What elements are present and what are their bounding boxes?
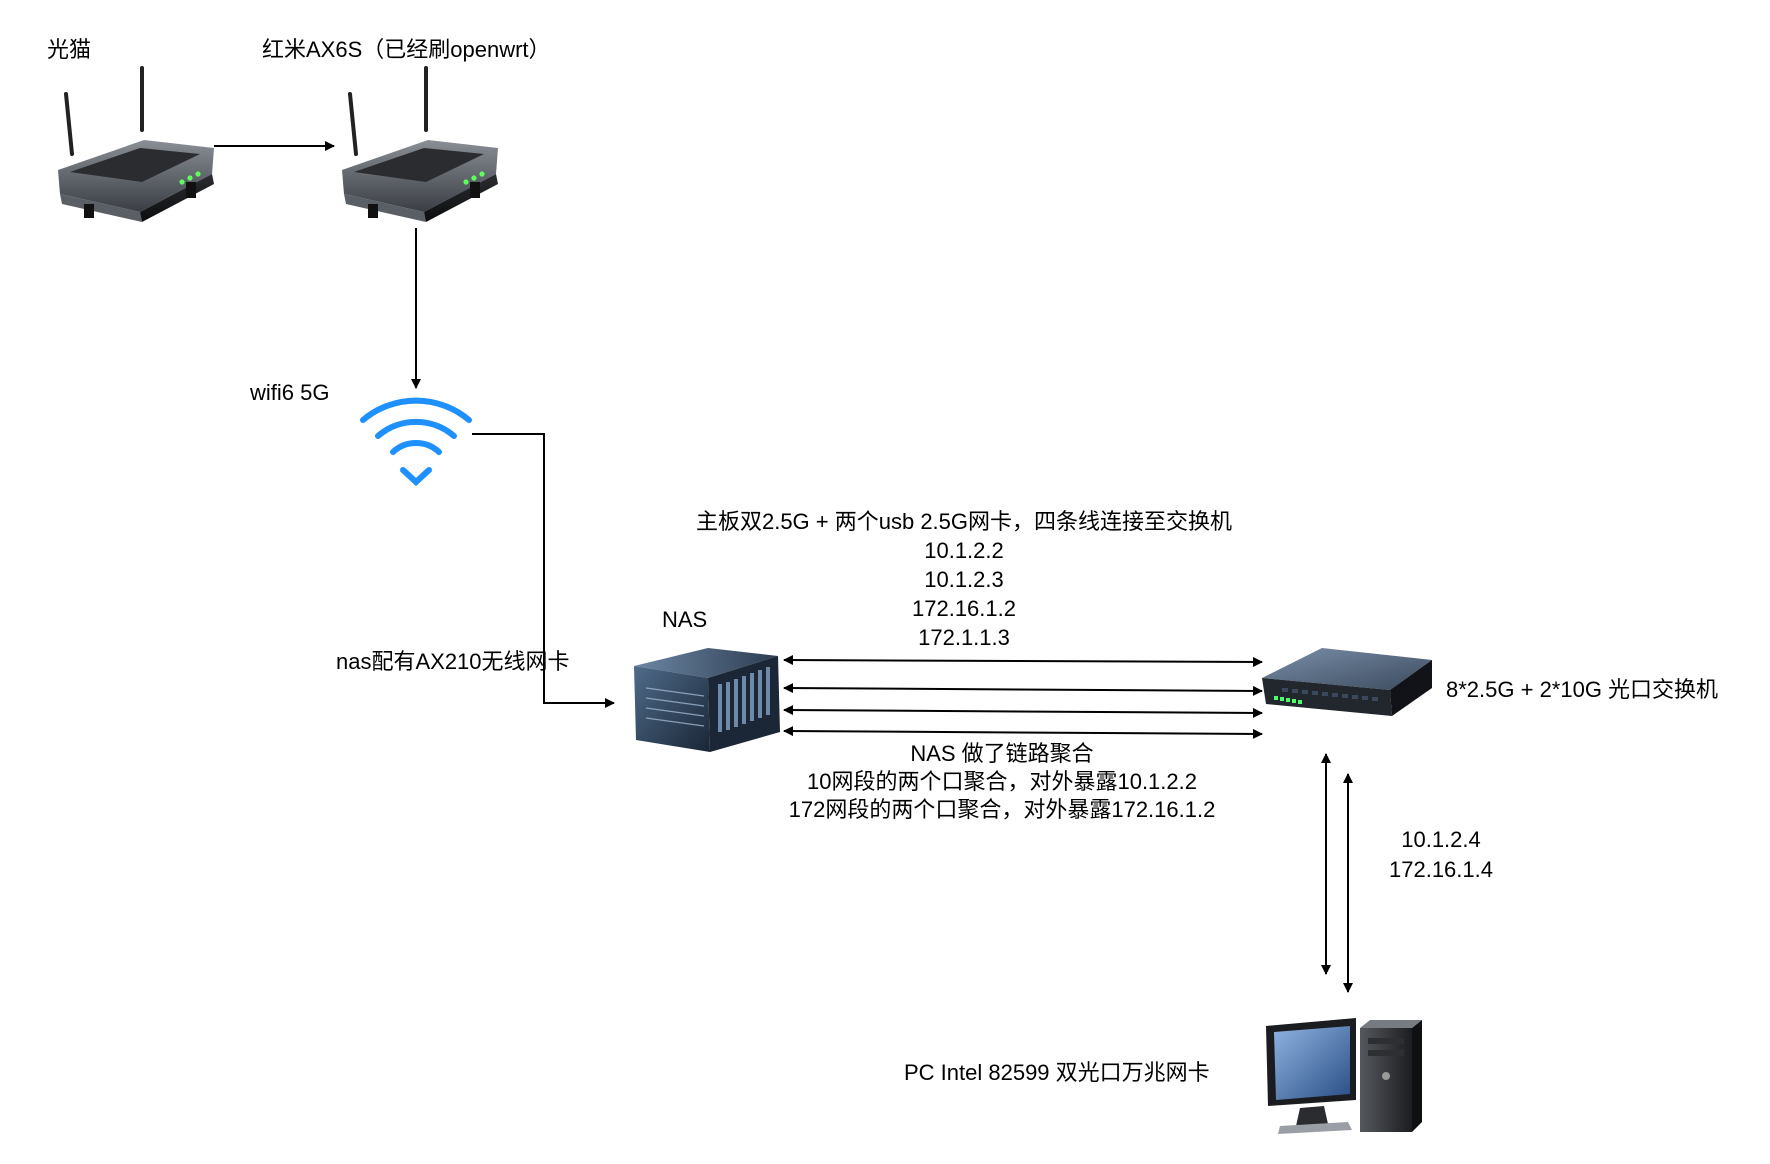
pc-link-ip: 172.16.1.4 <box>1389 857 1493 882</box>
router-icon <box>342 66 498 222</box>
pc-link-label: 10.1.2.4 172.16.1.4 <box>1366 826 1516 884</box>
aggregation-line: 172网段的两个口聚合，对外暴露172.16.1.2 <box>788 797 1216 822</box>
router-label: 红米AX6S（已经刷openwrt） <box>262 37 551 62</box>
nas-label: NAS <box>662 607 708 632</box>
edge-nas-switch-3 <box>783 705 1263 718</box>
server-icon <box>634 648 780 752</box>
switch-label: 8*2.5G + 2*10G 光口交换机 <box>1446 677 1719 702</box>
edge-nas-switch-2 <box>783 683 1263 696</box>
nas-uplink-label: 主板双2.5G + 两个usb 2.5G网卡，四条线连接至交换机 10.1.2.… <box>600 508 1328 652</box>
edge-wifi-nas <box>472 433 615 708</box>
edge-nas-switch-1 <box>783 655 1263 667</box>
desktop-computer-icon <box>1266 1018 1422 1134</box>
wifi-icon <box>360 397 472 487</box>
edge-nas-switch-4 <box>783 726 1263 739</box>
pc-label: PC Intel 82599 双光口万兆网卡 <box>904 1060 1210 1085</box>
nas-wifi-card-label: nas配有AX210无线网卡 <box>336 649 570 674</box>
switch-icon <box>1262 648 1432 716</box>
nas-uplink-description: 主板双2.5G + 两个usb 2.5G网卡，四条线连接至交换机 <box>695 509 1233 534</box>
router-icon <box>58 66 214 222</box>
pc-link-ip: 10.1.2.4 <box>1401 827 1481 852</box>
modem-label: 光猫 <box>47 37 92 62</box>
aggregation-line: 10网段的两个口聚合，对外暴露10.1.2.2 <box>807 769 1197 794</box>
wifi-label: wifi6 5G <box>250 380 330 405</box>
aggregation-line: NAS 做了链路聚合 <box>910 741 1094 766</box>
nas-uplink-ip: 172.1.1.3 <box>918 625 1010 650</box>
aggregation-label: NAS 做了链路聚合 10网段的两个口聚合，对外暴露10.1.2.2 172网段… <box>722 740 1282 824</box>
nas-uplink-ip: 10.1.2.2 <box>924 538 1004 563</box>
connectors <box>214 141 1353 993</box>
nas-uplink-ip: 172.16.1.2 <box>912 596 1016 621</box>
nas-uplink-ip: 10.1.2.3 <box>924 567 1004 592</box>
